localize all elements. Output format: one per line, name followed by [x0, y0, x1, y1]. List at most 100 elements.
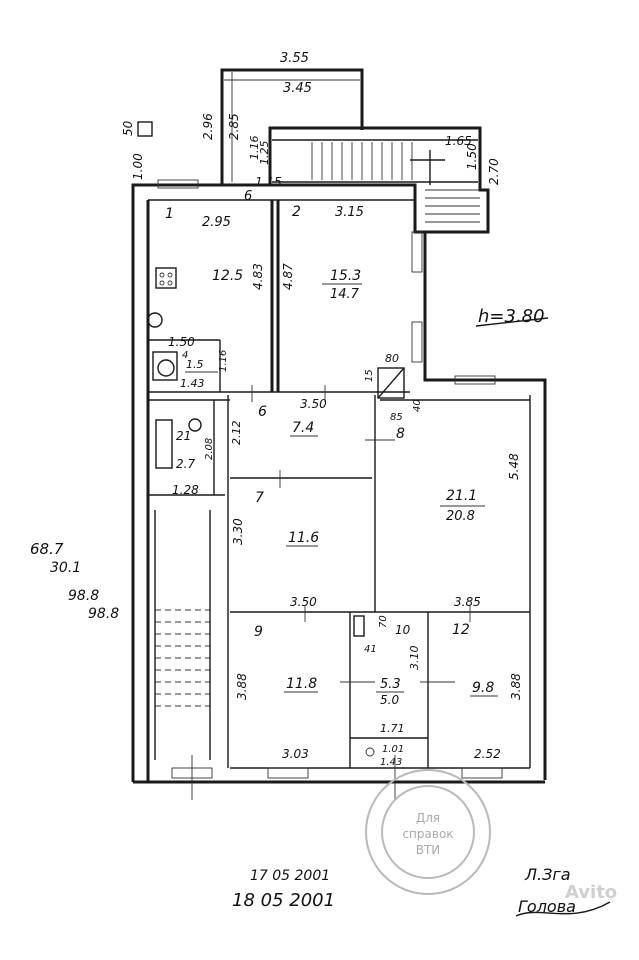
porch-number: 6	[244, 189, 252, 204]
signature-flourish	[515, 901, 611, 917]
room-6-height: 2.12	[230, 421, 243, 446]
room-12-bottom: 2.52	[474, 747, 501, 761]
room-1-number: 1	[165, 206, 174, 222]
room-7-height: 3.30	[231, 518, 245, 545]
bath-left-mark: 4	[182, 350, 188, 361]
room-10-area-a: 5.3	[380, 677, 401, 692]
porch-d2: 1.25	[258, 141, 271, 166]
porch-d4: 1.65	[445, 134, 472, 148]
room-9-area: 11.8	[286, 676, 317, 692]
room-8-number: 8	[396, 426, 405, 442]
room-8-area-a: 21.1	[446, 488, 477, 504]
bathroom: 1.50 1.5 1.43 1.16 4	[168, 335, 229, 390]
room-6-area: 7.4	[292, 420, 314, 436]
porch-d3: 1.16	[248, 136, 261, 161]
room-2: 2 3.15 15.3 14.7 4.87	[281, 204, 364, 302]
room-11-area-a: 1.01	[382, 744, 404, 755]
room-2-area-a: 15.3	[330, 268, 361, 284]
total-d: 98.8	[88, 606, 119, 622]
ventilation: 80 15 85 40	[364, 352, 423, 423]
room-1-height: 4.83	[251, 263, 265, 290]
top-annex: 3.55 3.45 2.96 2.85	[201, 51, 364, 185]
room-7-area: 11.6	[288, 530, 319, 546]
total-b: 30.1	[50, 560, 81, 576]
stamp-line-2: справок	[402, 827, 453, 841]
stair-width: 1.28	[172, 483, 199, 497]
room-6: 6 3.50 2.12 7.4	[230, 397, 327, 445]
bath-side: 1.16	[218, 350, 229, 372]
room-10-bottom: 1.71	[380, 722, 405, 735]
annex-outer-height: 2.96	[201, 113, 215, 140]
room-1: 1 2.95 12.5 4.83	[165, 206, 265, 290]
room-10-area-b: 5.0	[380, 693, 399, 707]
porch-stairs: 1.15 1.25 1.16 1.65 1.50 2.70 6	[244, 126, 501, 234]
room-10: 10 70 41 3.10 5.3 5.0 1.71	[353, 615, 421, 735]
room-10-top-b: 41	[364, 644, 377, 655]
small-square-100: 1.00	[131, 153, 145, 180]
room-21-area: 2.7	[176, 457, 195, 471]
room-12-area: 9.8	[472, 680, 494, 696]
room-21-number: 21	[176, 429, 191, 443]
annex-outer-width: 3.55	[280, 51, 309, 66]
room-10-side: 3.10	[408, 646, 421, 671]
bath-width: 1.50	[168, 335, 195, 349]
total-a: 68.7	[30, 540, 64, 558]
row-width-right: 3.85	[454, 595, 481, 609]
vent-b: 15	[364, 369, 375, 382]
ceiling-height: h=3.80	[478, 306, 545, 327]
stamp-line-3: ВТИ	[416, 843, 441, 857]
watermark: Avito	[565, 882, 617, 903]
vent-d: 40	[412, 399, 423, 412]
room-7: 7 3.30 11.6	[231, 490, 319, 547]
room-8-height: 5.48	[507, 453, 521, 480]
stamp: Для справок ВТИ	[365, 769, 491, 895]
room-12-height: 3.88	[509, 673, 523, 700]
room-11: 1.01 1.43	[365, 744, 404, 768]
room-2-width: 3.15	[335, 205, 364, 220]
room-6-width: 3.50	[300, 397, 327, 411]
row-width-left: 3.50	[290, 595, 317, 609]
corridor-stairs: 1.28	[154, 483, 211, 760]
room-2-height: 4.87	[281, 263, 295, 290]
total-c: 98.8	[68, 588, 99, 604]
porch-d1: 1.15	[255, 175, 282, 189]
vent-a: 80	[385, 352, 399, 365]
room-1-area: 12.5	[212, 268, 243, 284]
room-8: 8 21.1 20.8 5.48	[396, 426, 521, 524]
room-7-number: 7	[255, 490, 264, 506]
room-21-side: 2.08	[204, 438, 215, 460]
signature-top: Л.Зга	[524, 865, 571, 884]
room-9-bottom: 3.03	[282, 747, 309, 761]
small-square-50: 50	[121, 120, 135, 136]
interior-walls	[148, 200, 530, 768]
room-12: 12 9.8 3.88 2.52	[452, 622, 523, 761]
room-12-number: 12	[452, 622, 470, 638]
windows	[157, 179, 503, 779]
vent-c: 85	[390, 412, 403, 423]
bath-sub: 1.43	[180, 377, 205, 390]
room-2-number: 2	[292, 204, 301, 220]
totals: 68.7 30.1 98.8 98.8	[30, 540, 119, 622]
room-9-height: 3.88	[235, 673, 249, 700]
bath-area: 1.5	[186, 358, 204, 371]
annex-inner-width: 3.45	[283, 81, 312, 96]
room-10-number: 10	[395, 623, 411, 637]
small-square: 50 1.00	[121, 120, 153, 180]
porch-d5: 1.50	[465, 143, 479, 170]
room-10-top-a: 70	[378, 615, 389, 628]
room-9: 9 3.88 11.8 3.03	[235, 624, 318, 761]
stamp-line-1: Для	[416, 811, 440, 825]
room-2-area-b: 14.7	[330, 287, 360, 302]
date-second: 18 05 2001	[232, 890, 335, 911]
room-8-area-b: 20.8	[446, 509, 475, 524]
room-6-number: 6	[258, 404, 267, 420]
date-first: 17 05 2001	[250, 868, 330, 884]
room-21: 21 2.7 2.08	[176, 429, 215, 471]
room-1-width: 2.95	[202, 215, 231, 230]
room-9-number: 9	[254, 624, 263, 640]
porch-d6: 2.70	[487, 158, 501, 185]
annex-inner-height: 2.85	[227, 113, 241, 140]
fixtures	[147, 267, 202, 469]
